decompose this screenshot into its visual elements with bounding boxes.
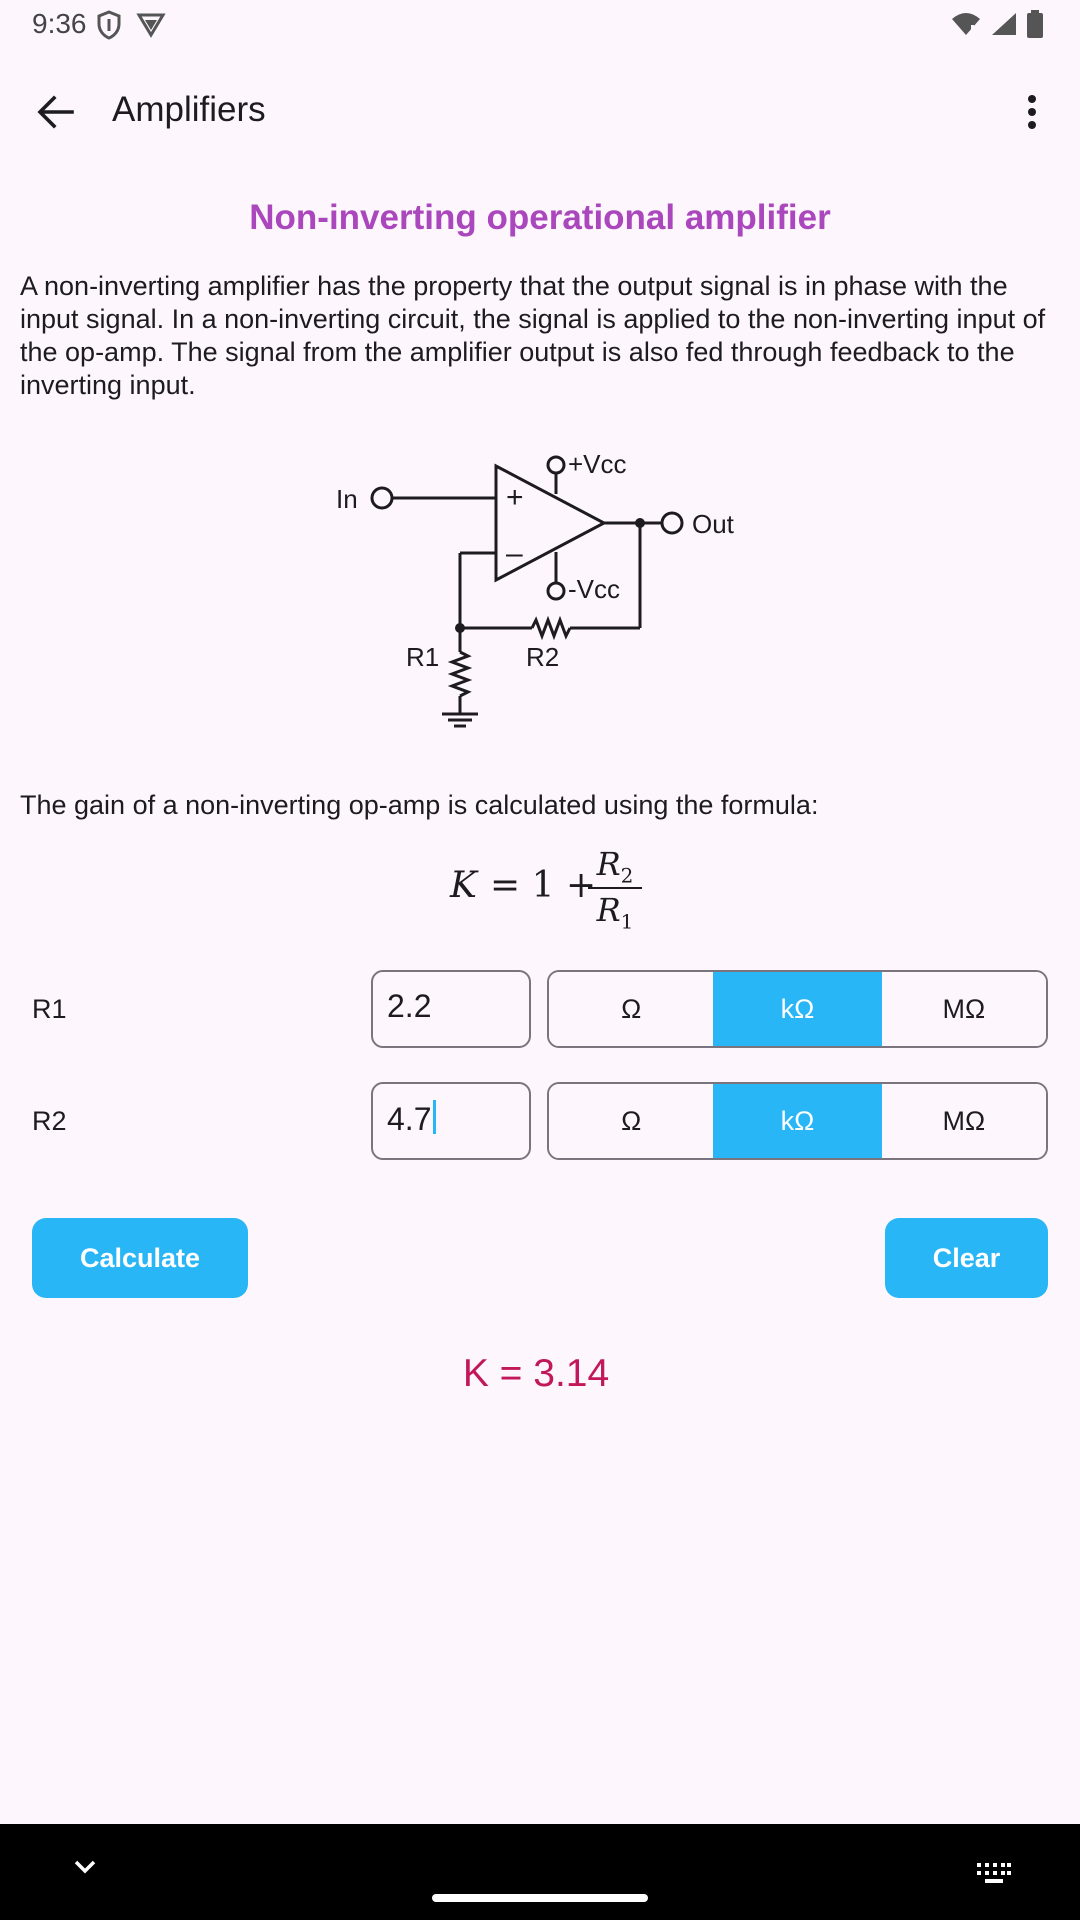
gain-result: K = 3.14 xyxy=(462,1352,610,1395)
r2-unit-selector: Ω kΩ MΩ xyxy=(547,1082,1048,1160)
r2-unit-mohm[interactable]: MΩ xyxy=(879,1084,1046,1158)
r1-unit-mohm[interactable]: MΩ xyxy=(879,972,1046,1046)
shield-icon xyxy=(97,10,121,40)
diagram-label-r2: R2 xyxy=(526,642,559,672)
back-button[interactable] xyxy=(26,86,86,138)
r1-unit-ohm[interactable]: Ω xyxy=(549,972,714,1046)
diagram-label-in: In xyxy=(336,484,358,514)
formula-lhs: K xyxy=(450,865,477,906)
keyboard-icon[interactable] xyxy=(976,1862,1012,1884)
app-bar: Amplifiers xyxy=(0,70,1080,154)
chevron-down-icon[interactable] xyxy=(72,1858,98,1876)
status-time: 9:36 xyxy=(32,8,87,39)
r2-value-input[interactable]: 4.7 xyxy=(371,1082,531,1160)
battery-icon xyxy=(1027,10,1043,38)
r2-value-text: 4.7 xyxy=(387,1101,432,1137)
formula-denominator: R1 xyxy=(596,891,634,934)
diagram-label-vcc-pos: +Vcc xyxy=(568,449,627,479)
circuit-diagram: +Vcc -Vcc In Out R1 R2 + – xyxy=(336,449,735,728)
diagram-label-r1: R1 xyxy=(406,642,439,672)
signal-icon xyxy=(992,13,1016,35)
r2-unit-ohm[interactable]: Ω xyxy=(549,1084,714,1158)
home-indicator[interactable] xyxy=(432,1894,648,1902)
calculate-button[interactable]: Calculate xyxy=(32,1218,248,1298)
formula-numerator: R2 xyxy=(596,845,634,888)
page-title: Non-inverting operational amplifier xyxy=(249,198,831,237)
r1-value-text: 2.2 xyxy=(387,988,432,1024)
more-vert-icon xyxy=(1028,95,1036,129)
text-caret xyxy=(433,1100,437,1134)
diagram-label-plus: + xyxy=(506,481,524,514)
description-text: A non-inverting amplifier has the proper… xyxy=(20,271,1046,400)
formula-eq: = 1 + xyxy=(490,865,597,906)
app-title: Amplifiers xyxy=(112,90,266,129)
status-bar: 9:36 xyxy=(0,0,1080,48)
r2-label: R2 xyxy=(32,1106,67,1136)
gain-formula: K = 1 + R2 R1 xyxy=(448,845,648,934)
r1-label: R1 xyxy=(32,994,67,1024)
r1-unit-kohm[interactable]: kΩ xyxy=(713,972,880,1046)
diagram-label-vcc-neg: -Vcc xyxy=(568,574,620,604)
wifi-icon xyxy=(952,13,980,35)
back-arrow-icon xyxy=(37,95,74,129)
more-options-button[interactable] xyxy=(1008,84,1056,140)
vpn-icon xyxy=(136,13,166,38)
formula-intro: The gain of a non-inverting op-amp is ca… xyxy=(20,790,819,820)
r1-unit-selector: Ω kΩ MΩ xyxy=(547,970,1048,1048)
r1-value-input[interactable]: 2.2 xyxy=(371,970,531,1048)
clear-button[interactable]: Clear xyxy=(885,1218,1048,1298)
r2-unit-kohm[interactable]: kΩ xyxy=(713,1084,880,1158)
navigation-bar xyxy=(0,1824,1080,1920)
diagram-label-minus: – xyxy=(506,537,523,570)
formula-fraction-bar xyxy=(588,887,642,889)
diagram-label-out: Out xyxy=(692,509,735,539)
